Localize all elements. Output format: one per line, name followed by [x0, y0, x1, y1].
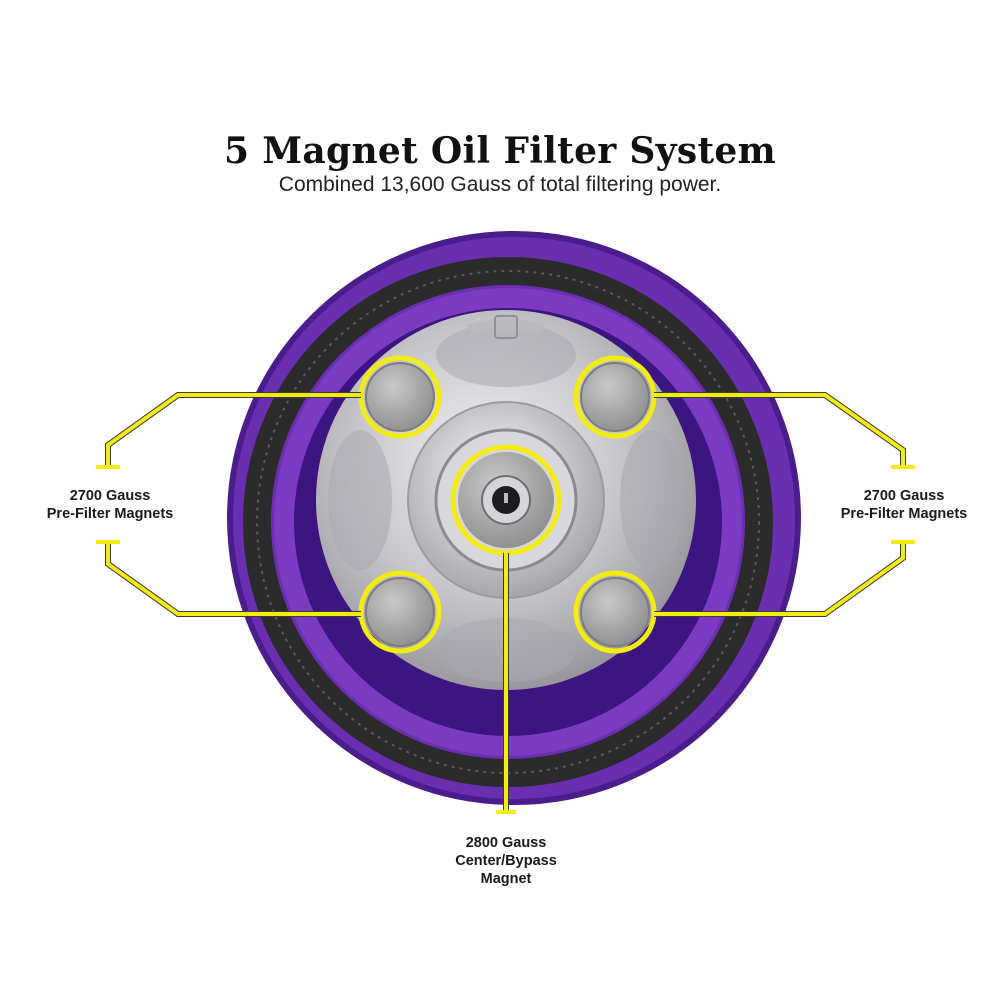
diagram-subtitle: Combined 13,600 Gauss of total filtering…	[278, 173, 722, 196]
magnet-top-right	[580, 362, 650, 432]
emblem-icon	[466, 315, 546, 339]
magnet-bottom-right	[580, 577, 650, 647]
callout-left-line2: Pre-Filter Magnets	[46, 506, 174, 522]
filter-outer-ring-shade	[227, 231, 801, 805]
callout-label-right: 2700 Gauss Pre-Filter Magnets	[822, 487, 986, 523]
magnet-top-left	[365, 362, 435, 432]
callout-bottom-line2: Center/Bypass	[455, 853, 557, 869]
diagram-title: 5 Magnet Oil Filter System	[224, 130, 776, 172]
callout-bottom-line3: Magnet	[480, 871, 532, 887]
center-bore-pin	[504, 493, 508, 503]
leader-line-bottom-right	[654, 544, 905, 616]
leader-line-top-right	[654, 393, 905, 465]
callout-label-left: 2700 Gauss Pre-Filter Magnets	[30, 487, 190, 523]
callout-label-bottom: 2800 Gauss Center/Bypass Magnet	[416, 834, 596, 888]
callout-bottom-line1: 2800 Gauss	[465, 835, 547, 851]
leader-line-top-left	[106, 393, 361, 465]
callout-left-line1: 2700 Gauss	[69, 488, 151, 504]
callout-right-line1: 2700 Gauss	[863, 488, 945, 504]
callout-right-line2: Pre-Filter Magnets	[840, 506, 968, 522]
leader-line-bottom-left	[106, 544, 361, 616]
magnet-bottom-left	[365, 577, 435, 647]
